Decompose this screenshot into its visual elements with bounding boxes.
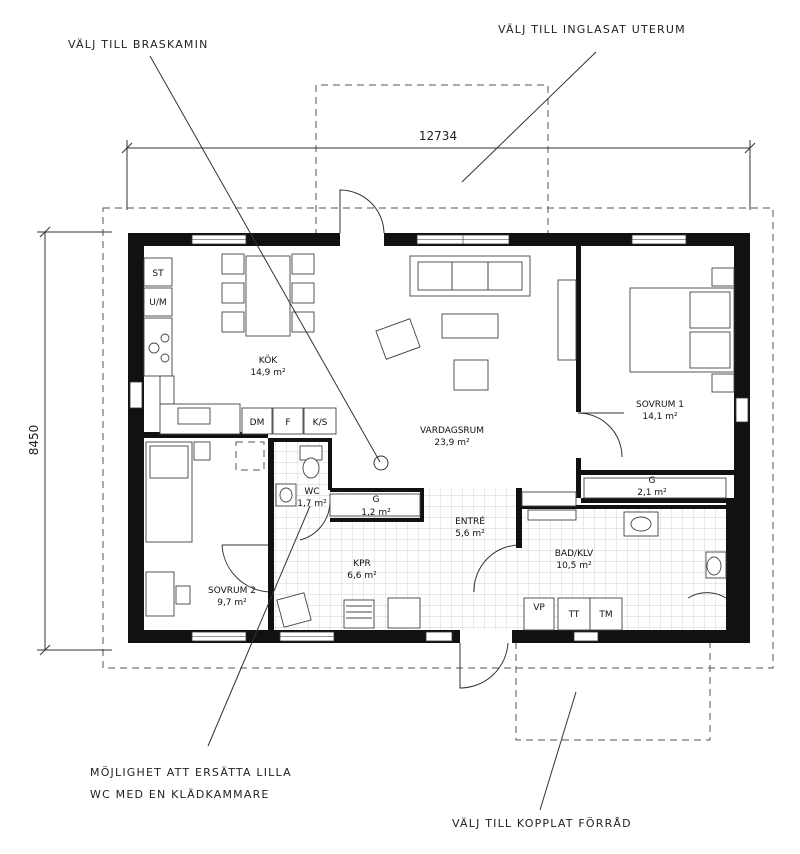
living-area: 23,9 m²: [434, 438, 470, 448]
interior-walls: [144, 246, 734, 633]
room-labels: KÖK 14,9 m² VARDAGSRUM 23,9 m² SOVRUM 1 …: [208, 355, 684, 608]
wc-area: 1,7 m²: [297, 499, 327, 509]
kpr-name: KPR: [353, 559, 371, 569]
freezer-label: F: [285, 418, 290, 428]
wc-option-note-line2: WC MED EN KLÄDKAMMARE: [90, 788, 270, 801]
annotation-leaders: [149, 51, 597, 811]
roof-outline: [102, 207, 774, 669]
storage-left-name: G: [373, 495, 380, 505]
depth-dimension-label: 8450: [27, 425, 41, 456]
kitchen-area: 14,9 m²: [250, 368, 286, 378]
heat-pump-label: VP: [533, 603, 545, 613]
oven-microwave-label: U/M: [149, 298, 166, 308]
kitchen-cabinets: ST U/M DM F K/S: [143, 257, 337, 435]
bedroom1-furniture: [629, 267, 735, 393]
fridge-freezer-label: K/S: [313, 418, 328, 428]
bedroom2-area: 9,7 m²: [217, 598, 247, 608]
bath-area: 10,5 m²: [556, 561, 592, 571]
storage-left-area: 1,2 m²: [361, 508, 391, 518]
windows: [129, 234, 749, 642]
wc-option-note-line1: MÖJLIGHET ATT ERSÄTTA LILLA: [90, 766, 292, 779]
sunroom-outline: [315, 84, 549, 236]
storage-right-name: G: [649, 476, 656, 486]
bedroom1-name: SOVRUM 1: [636, 400, 684, 410]
depth-dimension: 8450: [27, 226, 112, 656]
kitchen-name: KÖK: [259, 355, 278, 366]
entrance-area: 5,6 m²: [455, 529, 485, 539]
bath-name: BAD/KLV: [555, 549, 594, 559]
kpr-area: 6,6 m²: [347, 571, 377, 581]
fireplace-note: VÄLJ TILL BRASKAMIN: [68, 38, 209, 51]
wc-name: WC: [304, 487, 319, 497]
dishwasher-label: DM: [250, 418, 265, 428]
washer-label: TM: [598, 610, 612, 620]
storage-right-area: 2,1 m²: [637, 488, 667, 498]
dryer-label: TT: [568, 610, 580, 620]
stove-label: ST: [152, 269, 164, 279]
kpr-furniture: [276, 477, 727, 629]
width-dimension-label: 12734: [419, 129, 457, 143]
entrance-name: ENTRÉ: [455, 515, 485, 527]
storage-outline: [515, 642, 711, 741]
dining-table: [221, 253, 315, 337]
width-dimension: 12734: [121, 129, 756, 210]
living-name: VARDAGSRUM: [420, 426, 484, 436]
living-furniture: [373, 255, 577, 471]
bedroom2-furniture: [145, 441, 265, 617]
wc-fixtures: [275, 445, 323, 507]
bath-fixtures: VP TT TM: [523, 509, 727, 631]
storage-note: VÄLJ TILL KOPPLAT FÖRRÅD: [452, 817, 632, 830]
doors: [221, 189, 727, 689]
bedroom1-area: 14,1 m²: [642, 412, 678, 422]
sunroom-note: VÄLJ TILL INGLASAT UTERUM: [498, 23, 686, 36]
bedroom2-name: SOVRUM 2: [208, 586, 256, 596]
